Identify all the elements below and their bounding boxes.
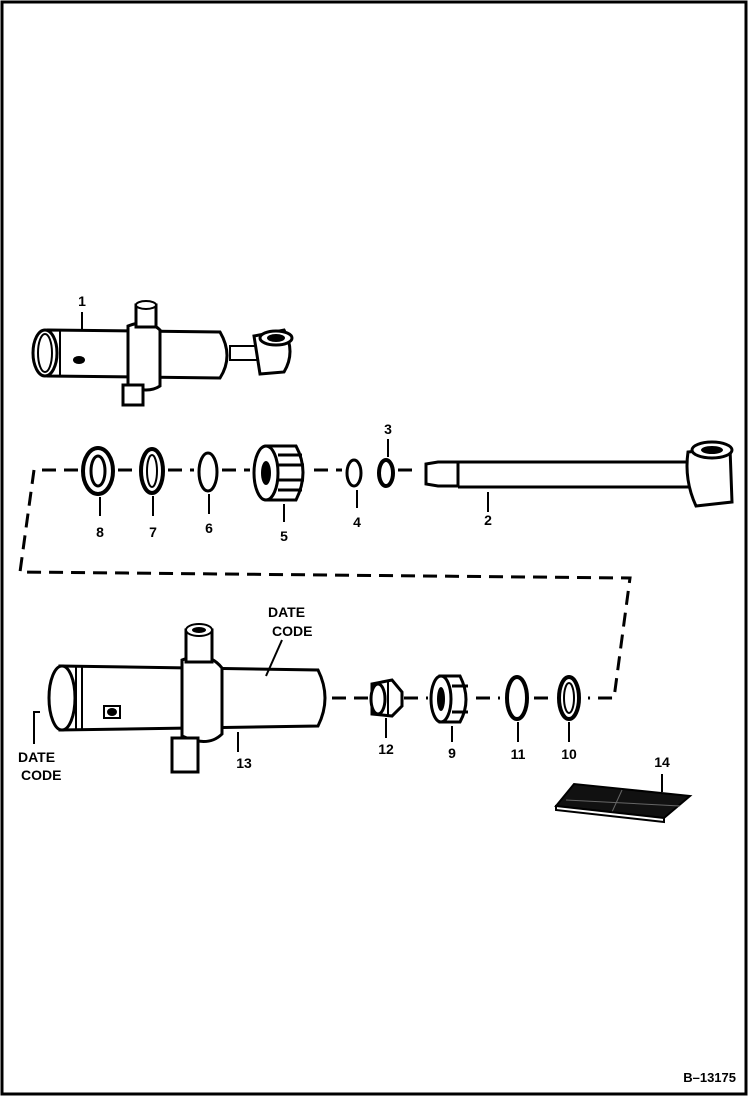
part-number-5: 5 [280,528,288,544]
wiper-seal-ring [81,446,115,496]
piston-seal-ring [505,675,529,721]
piston-rod [424,440,734,508]
date-code-left-line2: CODE [21,767,61,783]
date-code-top-line2: CODE [272,623,312,639]
seal-kit-card [554,782,693,824]
o-ring [197,451,219,493]
cylinder-barrel [47,623,327,774]
part-number-7: 7 [149,524,157,540]
part-number-14: 14 [654,754,670,770]
wear-ring [557,675,581,721]
rod-seal-ring [139,447,165,495]
figure-number: B–13175 [683,1070,736,1085]
date-code-left-line1: DATE [18,749,55,765]
part-number-2: 2 [484,512,492,528]
date-code-top-line1: DATE [268,604,305,620]
assembly-path-dashed [18,468,632,700]
piston [429,674,468,724]
part-number-3: 3 [384,421,392,437]
date-code-leader-top [265,639,283,677]
part-number-13: 13 [236,755,252,771]
backup-ring [345,458,363,488]
date-code-leader-left [33,711,40,744]
hex-nut [369,678,404,718]
part-number-12: 12 [378,741,394,757]
part-number-1: 1 [78,293,86,309]
part-number-8: 8 [96,524,104,540]
small-o-ring [377,458,395,488]
hydraulic-cylinder-assembly [31,300,294,407]
cylinder-head-gland [252,444,305,502]
part-number-4: 4 [353,514,361,530]
part-number-9: 9 [448,745,456,761]
part-number-11: 11 [511,746,526,762]
part-number-10: 10 [561,746,577,762]
part-number-6: 6 [205,520,213,536]
